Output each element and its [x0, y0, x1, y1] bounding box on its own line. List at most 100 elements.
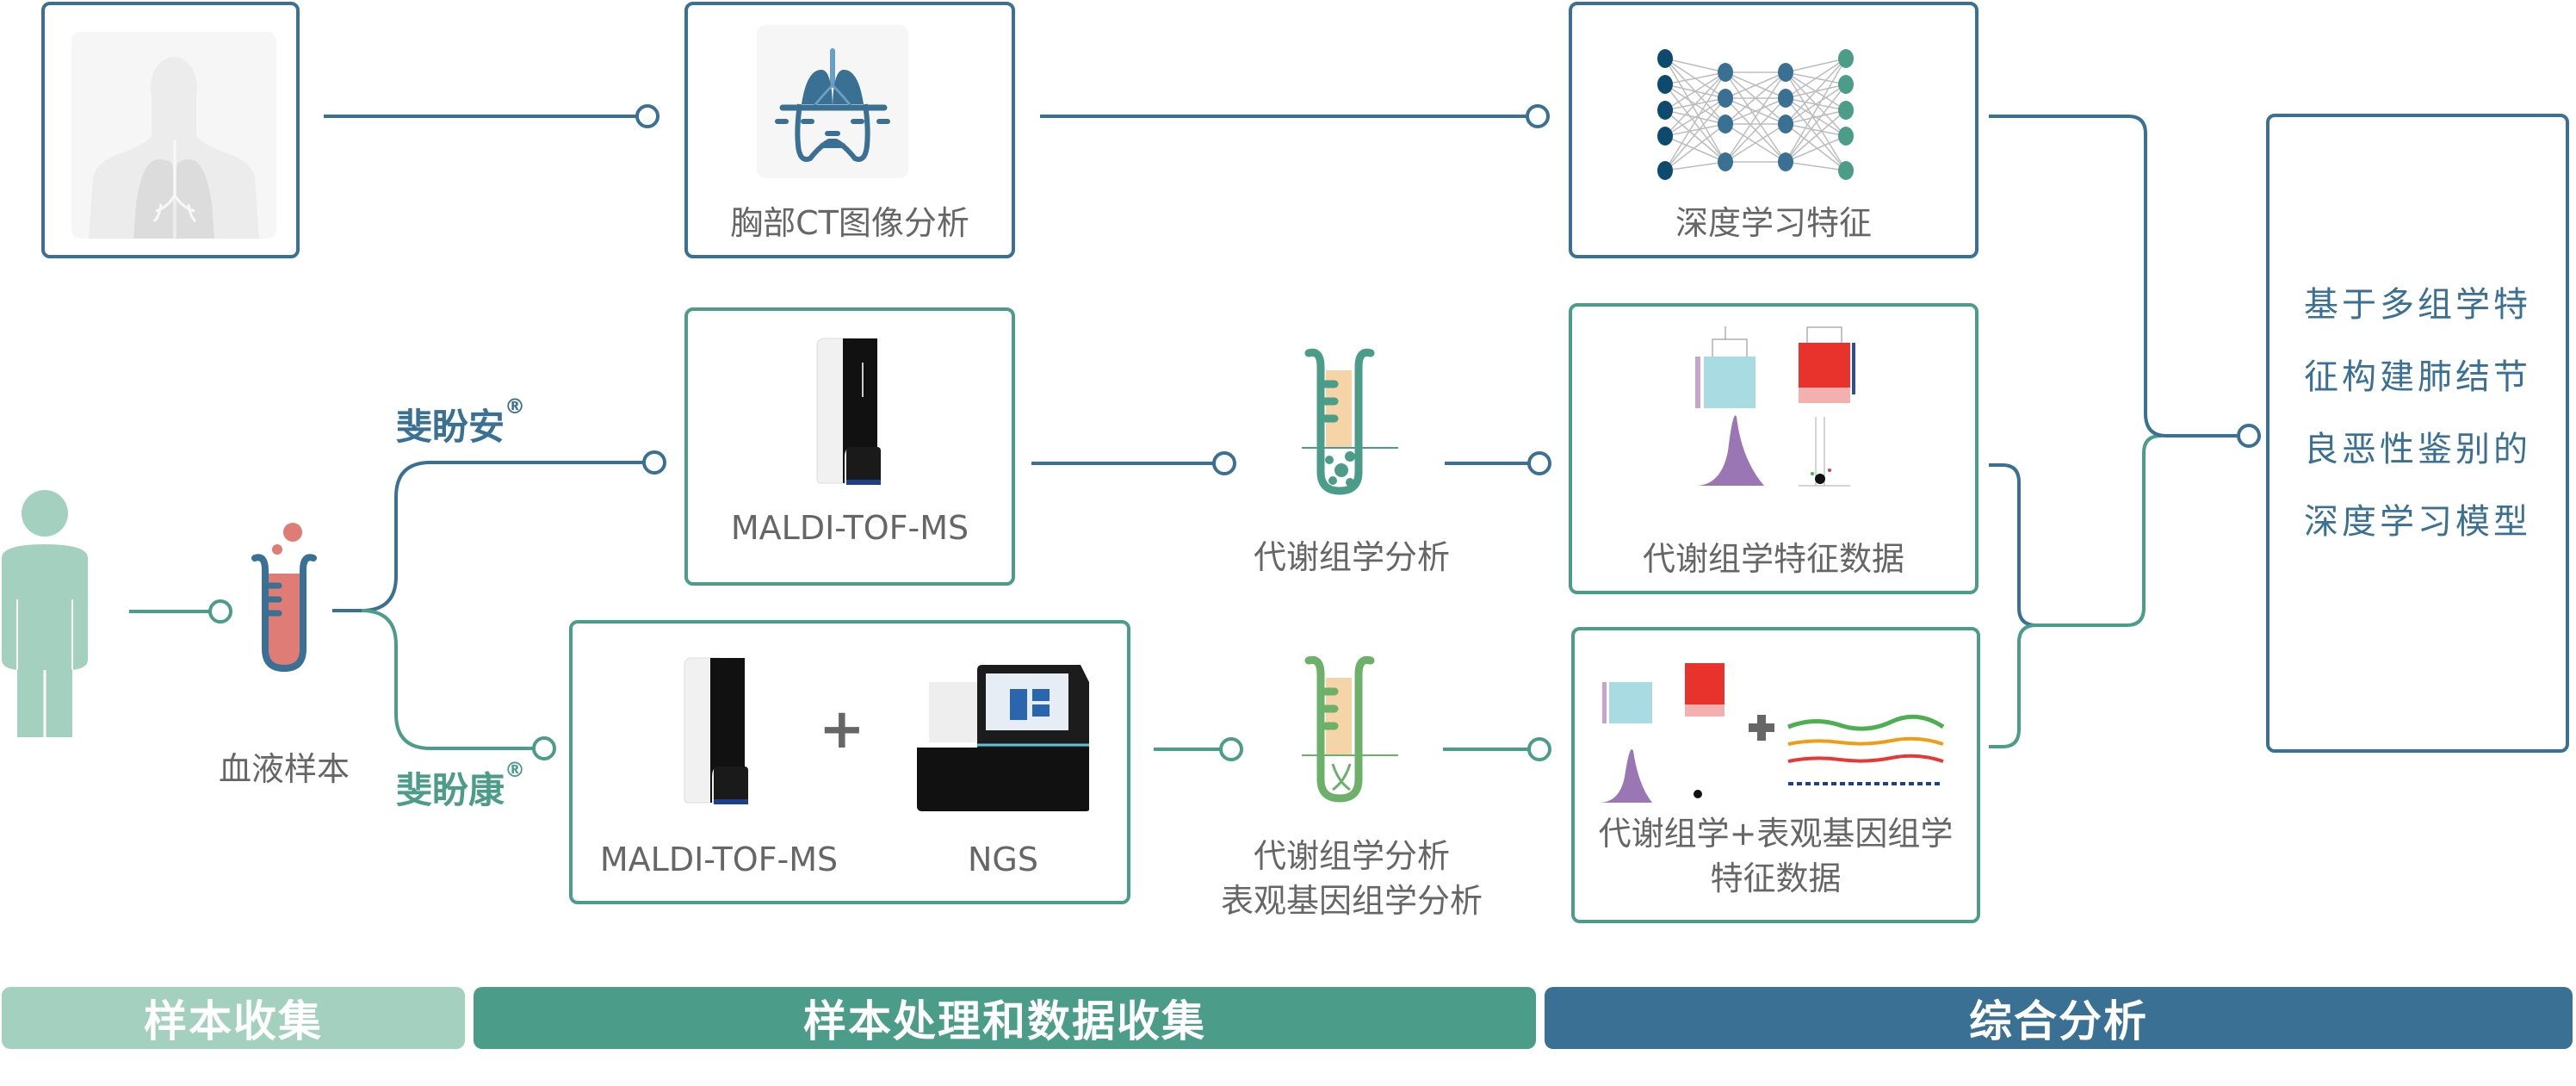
nn-edge	[1664, 58, 1726, 73]
maldi-label-2: MALDI-TOF-MS	[599, 841, 839, 878]
connector-node	[635, 104, 659, 128]
ngs-sequencer-image	[917, 665, 1089, 811]
nn-edge	[1785, 71, 1847, 171]
final-model-line: 深度学习模型	[2304, 502, 2531, 542]
phase-integrated-analysis: 综合分析	[1545, 987, 2573, 1049]
nn-edge	[1664, 71, 1726, 111]
nn-node	[1838, 161, 1854, 180]
nn-node	[1718, 89, 1733, 108]
nn-edge	[1785, 58, 1847, 163]
nn-edge	[1664, 161, 1726, 171]
metabolomics-features-card: 代谢组学特征数据	[1569, 303, 1978, 594]
nn-edge	[1664, 123, 1726, 171]
nn-node	[1718, 63, 1733, 82]
multiomics-features-card: 代谢组学+表观基因组学 特征数据	[1571, 627, 1980, 923]
final-model-line: 征构建肺结节	[2304, 357, 2531, 397]
multiomics-analysis-line2: 表观基因组学分析	[1220, 882, 1483, 920]
nn-edge	[1785, 123, 1847, 171]
merge-metabolomics	[1989, 463, 2037, 627]
nn-node	[1657, 49, 1673, 68]
nn-edge	[1664, 135, 1726, 163]
connector-node	[1526, 104, 1550, 128]
nn-edge	[1725, 71, 1786, 163]
nn-node	[1657, 101, 1673, 120]
nn-edge	[1785, 97, 1847, 171]
nn-edge	[1664, 109, 1726, 163]
nn-edge	[1725, 97, 1786, 163]
nn-node	[1838, 127, 1854, 146]
metabolomics-plots-image	[1695, 326, 1855, 487]
connector-node	[1212, 451, 1236, 475]
brand-feipanan: 斐盼安®	[396, 394, 526, 448]
final-model-line: 基于多组学特	[2304, 285, 2531, 325]
plus-sign: +	[819, 698, 865, 761]
lungs-ct-icon	[757, 25, 908, 178]
nn-edge	[1664, 97, 1726, 137]
nn-node	[1838, 75, 1854, 94]
nn-node	[1838, 49, 1854, 68]
deep-learning-label: 深度学习特征	[1675, 204, 1872, 242]
metabolomics-tube-icon	[1302, 348, 1398, 495]
metabolomics-analysis-label: 代谢组学分析	[1253, 538, 1450, 576]
maldi-tof-instrument-image	[816, 338, 881, 485]
maldi-label: MALDI-TOF-MS	[730, 509, 969, 547]
nn-node	[1778, 115, 1793, 133]
connector-node	[1527, 737, 1551, 761]
maldi-tof-instrument-image	[684, 657, 748, 804]
nn-node	[1838, 101, 1854, 120]
connector-node	[2237, 424, 2261, 448]
neural-network-icon	[1657, 49, 1854, 180]
merge-dl	[1989, 115, 2237, 438]
ct-analysis-card: 胸部CT图像分析	[684, 2, 1015, 258]
ct-analysis-label: 胸部CT图像分析	[730, 204, 969, 242]
nn-edge	[1785, 109, 1847, 125]
connector-node	[532, 736, 556, 760]
multiomics-features-line2: 特征数据	[1710, 859, 1842, 897]
connector-node	[1527, 451, 1551, 475]
ngs-label: NGS	[968, 841, 1038, 878]
nn-edge	[1664, 71, 1726, 171]
merge-multiomics	[1989, 434, 2162, 748]
phase-processing-data-collection: 样本处理和数据收集	[474, 987, 1536, 1049]
nn-node	[1657, 127, 1673, 146]
nn-edge	[1785, 58, 1847, 125]
nn-node	[1718, 115, 1733, 133]
nn-edge	[1785, 58, 1847, 99]
nn-edge	[1785, 109, 1847, 163]
multiomics-features-line1: 代谢组学+表观基因组学	[1598, 815, 1954, 853]
nn-edge	[1664, 97, 1726, 171]
maldi-card: MALDI-TOF-MS	[684, 307, 1015, 586]
nn-edge	[1664, 71, 1726, 85]
connector-node	[208, 599, 232, 624]
metabolomics-features-label: 代谢组学特征数据	[1642, 540, 1904, 578]
chest-xray-image	[71, 32, 276, 239]
branch-top	[332, 461, 644, 612]
multiomics-analysis-line1: 代谢组学分析	[1253, 837, 1450, 875]
nn-edge	[1725, 71, 1786, 125]
connector-node	[1219, 737, 1243, 761]
blood-sample-label: 血液样本	[218, 750, 350, 788]
nn-node	[1718, 152, 1733, 171]
nn-edge	[1785, 135, 1847, 163]
nn-node	[1657, 75, 1673, 94]
xray-card	[41, 2, 300, 258]
nn-node	[1778, 63, 1793, 82]
nn-edge	[1664, 84, 1726, 163]
genome-browser-tracks	[1787, 714, 1945, 785]
multiomics-plots-image	[1599, 663, 1945, 803]
nn-node	[1778, 152, 1793, 171]
nn-node	[1778, 89, 1793, 108]
maldi-ngs-card: + MALDI-TOF-MS NGS	[569, 620, 1130, 904]
nn-edge	[1785, 58, 1847, 73]
nn-edge	[1725, 71, 1786, 99]
person-icon	[2, 490, 88, 737]
phase-sample-collection: 样本收集	[2, 987, 465, 1049]
nn-edge	[1785, 123, 1847, 137]
final-model-line: 良恶性鉴别的	[2304, 430, 2531, 469]
branch-bottom	[361, 609, 534, 750]
nn-edge	[1664, 71, 1726, 137]
nn-edge	[1785, 84, 1847, 163]
nn-edge	[1785, 161, 1847, 171]
nn-edge	[1785, 84, 1847, 125]
